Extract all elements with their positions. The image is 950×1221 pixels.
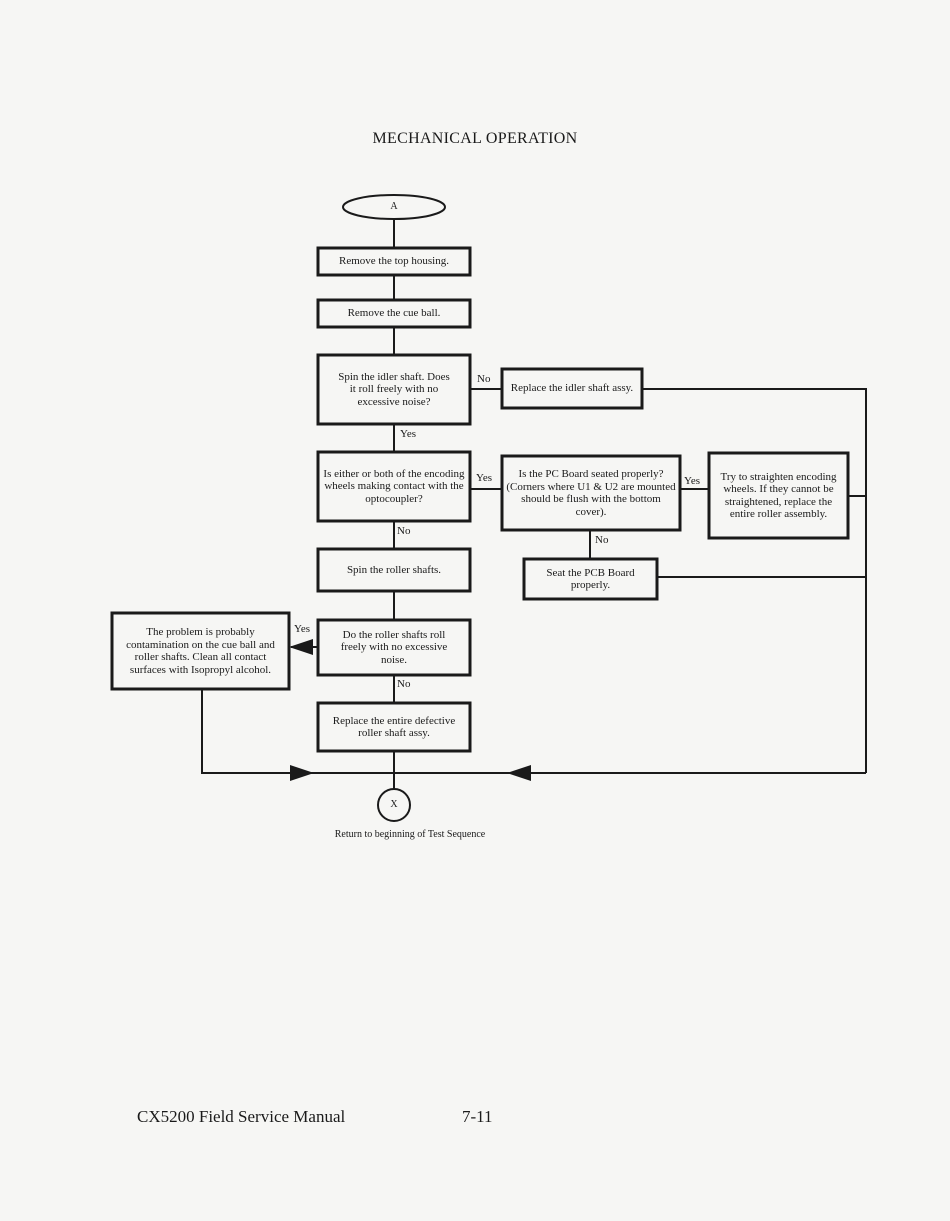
node-replace-idler: Replace the idler shaft assy. (510, 382, 634, 395)
end-caption: Return to beginning of Test Sequence (334, 829, 486, 840)
node-remove-cue-ball: Remove the cue ball. (347, 307, 441, 320)
page-title: MECHANICAL OPERATION (372, 130, 578, 147)
footer-manual-title: CX5200 Field Service Manual (137, 1107, 346, 1126)
node-straighten: Try to straighten encoding wheels. If th… (720, 470, 837, 521)
node-pc-board: Is the PC Board seated properly? (Corner… (506, 468, 676, 518)
node-contamination: The problem is probably contamination on… (126, 626, 275, 676)
connector-replace-idler-return (642, 388, 867, 773)
node-rollers-free: Do the roller shafts roll freely with no… (340, 628, 448, 666)
label-encoding-yes: Yes (476, 472, 493, 484)
node-seat-pcb: Seat the PCB Board properly. (546, 566, 635, 592)
node-spin-rollers: Spin the roller shafts. (346, 563, 442, 576)
label-idler-yes: Yes (400, 428, 417, 440)
end-label: X (390, 798, 398, 810)
node-spin-idler: Spin the idler shaft. Does it roll freel… (338, 370, 450, 408)
box-replace-roller (316, 701, 472, 753)
end-terminal (377, 788, 411, 822)
label-rollers-yes: Yes (294, 623, 311, 635)
label-rollers-no: No (397, 678, 411, 690)
box-spin-rollers (316, 547, 472, 593)
connector-contamination-return (201, 689, 394, 774)
label-encoding-no: No (397, 525, 411, 537)
node-encoding-contact: Is either or both of the encoding wheels… (323, 467, 465, 505)
box-encoding-contact (316, 450, 472, 523)
box-remove-housing (316, 246, 472, 277)
footer-page-number: 7-11 (462, 1107, 493, 1126)
start-label: A (390, 200, 398, 212)
label-pcb-yes: Yes (684, 475, 701, 487)
node-remove-housing: Remove the top housing. (339, 255, 449, 268)
box-remove-cue-ball (316, 298, 472, 329)
label-idler-no: No (477, 373, 491, 385)
label-pcb-no: No (595, 534, 609, 546)
node-replace-roller: Replace the entire defective roller shaf… (332, 714, 456, 740)
